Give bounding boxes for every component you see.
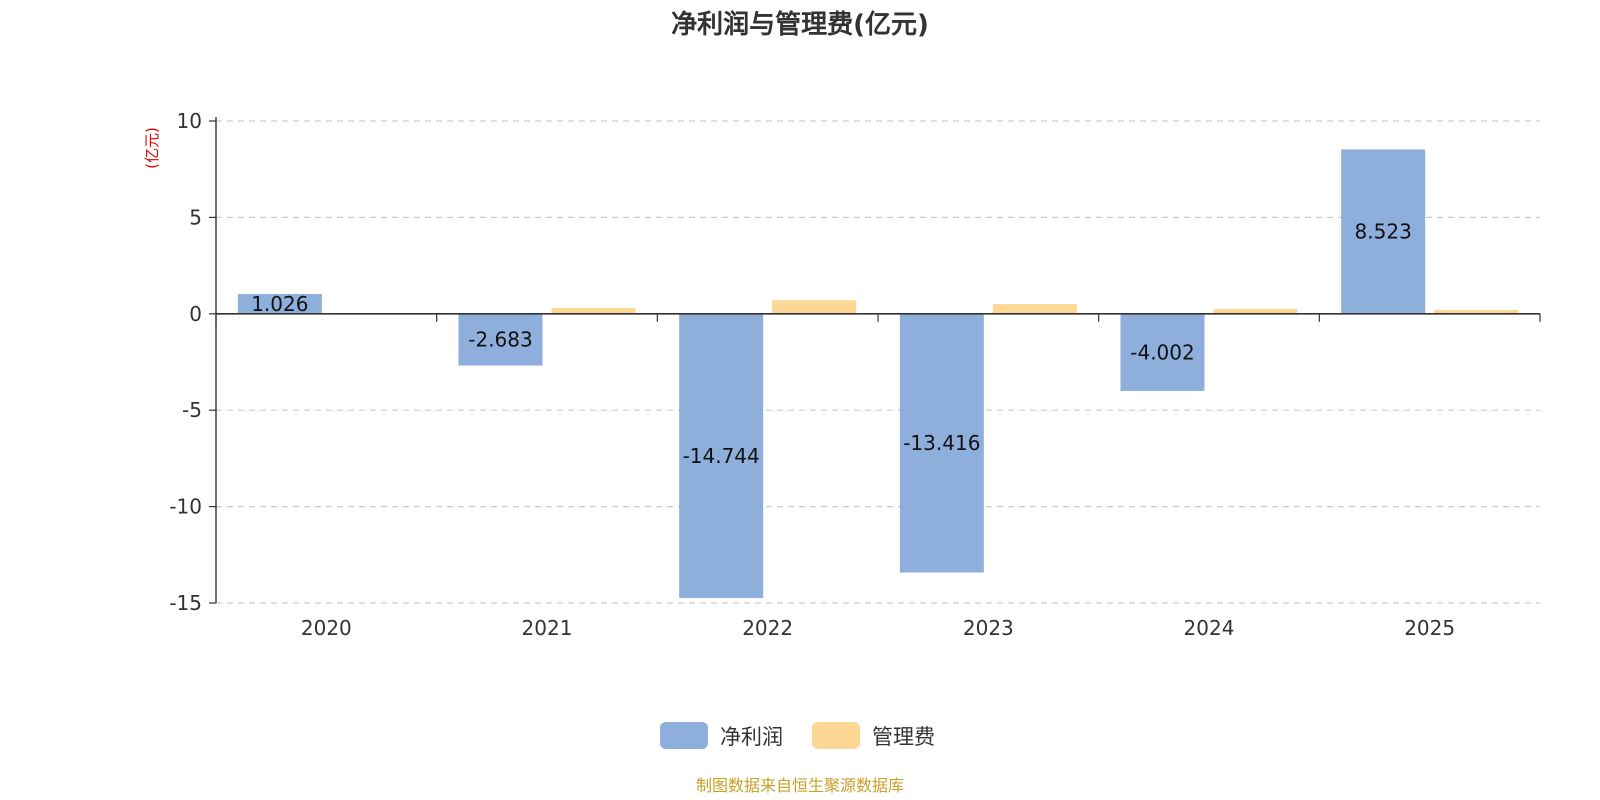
- x-tick-label: 2024: [1184, 616, 1235, 640]
- legend-swatch: [812, 722, 860, 749]
- y-tick-label: 5: [189, 205, 202, 229]
- source-note: 制图数据来自恒生聚源数据库: [696, 776, 904, 795]
- legend-label: 净利润: [720, 725, 783, 749]
- data-label: 1.026: [251, 292, 308, 316]
- data-label: -14.744: [683, 444, 760, 468]
- x-tick-label: 2020: [301, 616, 352, 640]
- data-label: -13.416: [903, 431, 980, 455]
- bar-net-profit: [458, 313, 543, 366]
- y-tick-label: -10: [169, 495, 202, 519]
- legend-label: 管理费: [872, 725, 935, 749]
- data-label: 8.523: [1355, 220, 1412, 244]
- chart-title: 净利润与管理费(亿元): [671, 9, 929, 40]
- bar-net-profit: [1341, 149, 1426, 314]
- y-tick-label: 10: [177, 109, 202, 133]
- data-label: -2.683: [468, 328, 532, 352]
- x-axis-ticks: 2020 2021 2022 2023 2024 2025: [215, 313, 1541, 640]
- y-tick-label: -15: [169, 591, 202, 615]
- x-tick-label: 2021: [522, 616, 573, 640]
- legend: 净利润 管理费: [660, 722, 935, 749]
- bar-admin-expense: [551, 308, 636, 314]
- data-labels: 1.026 -2.683 -14.744 -13.416 -4.002 8.523: [251, 220, 1412, 468]
- x-tick-label: 2022: [742, 616, 793, 640]
- bar-admin-expense: [1434, 309, 1519, 314]
- bar-admin-expense: [1213, 308, 1298, 314]
- data-label: -4.002: [1130, 340, 1194, 364]
- bar-admin-expense: [772, 300, 857, 314]
- bars: [237, 149, 1519, 599]
- gridlines: [216, 120, 1540, 604]
- y-axis-ticks: 10 5 0 -5 -10 -15: [169, 109, 216, 615]
- bar-net-profit: [1120, 313, 1205, 391]
- y-tick-label: 0: [189, 302, 202, 326]
- legend-swatch: [660, 722, 708, 749]
- x-tick-label: 2023: [963, 616, 1014, 640]
- y-tick-label: -5: [182, 398, 202, 422]
- y-axis-unit: (亿元): [143, 127, 161, 169]
- bar-net-profit: [899, 313, 984, 573]
- bar-net-profit: [679, 313, 764, 599]
- bar-net-profit: [237, 294, 322, 314]
- x-tick-label: 2025: [1404, 616, 1455, 640]
- bar-admin-expense: [992, 304, 1077, 314]
